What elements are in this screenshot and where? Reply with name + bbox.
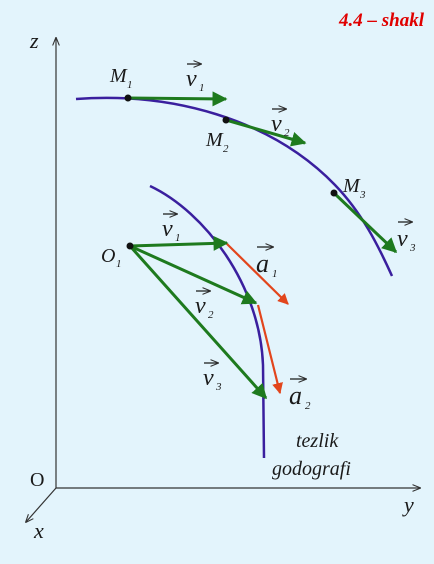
svg-text:1: 1 (272, 268, 278, 280)
svg-text:1: 1 (175, 232, 181, 244)
point-m1 (124, 94, 132, 102)
svg-text:v: v (397, 226, 408, 252)
label-a2: a 2 (289, 379, 311, 412)
hodograph-vector-v3 (128, 244, 268, 400)
hodograph-curve (149, 184, 266, 459)
figure-title: 4.4 – shakl (339, 10, 424, 31)
point-m3 (330, 189, 338, 197)
label-v2-hodograph: v 2 (195, 291, 214, 321)
label-v1-hodograph: v 1 (162, 214, 181, 244)
svg-text:1: 1 (199, 82, 205, 94)
velocity-vector-v2 (225, 118, 307, 147)
axes (26, 38, 420, 522)
svg-text:v: v (271, 111, 282, 137)
label-v3-top: v 3 (397, 222, 416, 254)
svg-text:M: M (342, 175, 361, 197)
point-m2 (222, 116, 230, 124)
acceleration-vector-a2 (256, 304, 283, 395)
label-o1: O 1 (101, 245, 122, 270)
label-v1-top: v 1 (186, 64, 205, 94)
svg-text:v: v (186, 66, 197, 92)
svg-text:v: v (162, 216, 173, 242)
svg-text:O: O (101, 245, 115, 267)
svg-text:1: 1 (127, 79, 133, 91)
label-v3-hodograph: v 3 (203, 363, 222, 393)
label-a1: a 1 (256, 247, 278, 280)
svg-text:2: 2 (305, 400, 311, 412)
hodograph-label-line1: tezlik (296, 430, 339, 452)
trajectory-curve (75, 96, 394, 277)
svg-text:3: 3 (215, 381, 222, 393)
svg-text:3: 3 (409, 242, 416, 254)
label-v2-top: v 2 (271, 109, 290, 139)
svg-text:v: v (203, 365, 214, 391)
svg-text:2: 2 (223, 143, 229, 155)
velocity-vector-v1 (127, 91, 228, 107)
hodograph-label-line2: godografi (272, 458, 351, 480)
x-axis (26, 487, 57, 522)
svg-text:M: M (205, 129, 224, 151)
origin-label: O (30, 469, 44, 491)
svg-text:a: a (256, 249, 269, 278)
svg-text:v: v (195, 293, 206, 319)
z-axis-label: z (29, 28, 39, 53)
x-axis-label: x (33, 518, 44, 543)
label-m3: M 3 (342, 175, 366, 201)
point-o1 (126, 242, 134, 250)
acceleration-vector-a1 (226, 243, 289, 305)
velocity-vector-v3 (332, 191, 398, 254)
svg-text:2: 2 (208, 309, 214, 321)
label-m2: M 2 (205, 129, 229, 155)
svg-text:1: 1 (116, 258, 122, 270)
label-m1: M 1 (109, 65, 133, 91)
svg-text:3: 3 (359, 189, 366, 201)
svg-text:M: M (109, 65, 128, 87)
svg-text:a: a (289, 381, 302, 410)
svg-text:2: 2 (284, 127, 290, 139)
hodograph-vector-v1 (129, 235, 229, 251)
y-axis-label: y (402, 492, 414, 517)
hodograph-vector-v2 (129, 244, 258, 305)
